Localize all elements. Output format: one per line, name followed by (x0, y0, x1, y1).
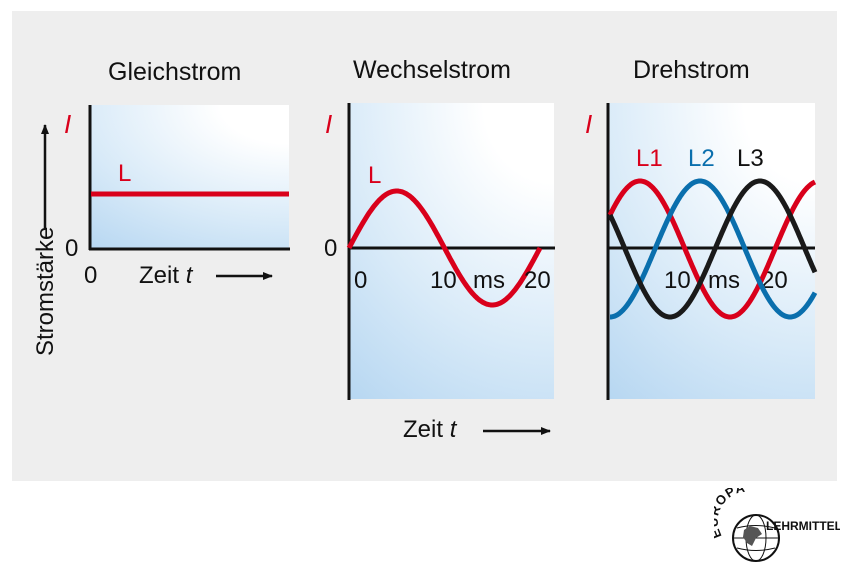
tick-10-wechselstrom: 10 (430, 267, 457, 294)
label-l2: L2 (688, 145, 715, 172)
zero-label-gleichstrom: 0 (65, 235, 78, 262)
tick-10-drehstrom: 10 (664, 267, 691, 294)
plot-area-gleichstrom (89, 105, 289, 249)
label-l3: L3 (737, 145, 764, 172)
y-symbol-gleichstrom: I (64, 109, 71, 139)
logo-bottom-text: LEHRMITTEL (766, 519, 840, 533)
phase-l1-wave (607, 178, 817, 320)
plot-area-wechselstrom (349, 103, 554, 399)
title-wechselstrom: Wechselstrom (353, 56, 511, 84)
europa-lehrmittel-logo: EUROPA LEHRMITTEL (714, 488, 840, 562)
y-axis-label-stromstaerke: Stromstärke (32, 227, 59, 356)
x-zero-wechselstrom: 0 (354, 267, 367, 294)
phase-l3-wave (607, 178, 818, 320)
title-gleichstrom: Gleichstrom (108, 58, 242, 86)
unit-drehstrom: ms (708, 267, 740, 294)
y-symbol-drehstrom: I (585, 109, 592, 139)
title-drehstrom: Drehstrom (633, 56, 750, 84)
x-axis-label-wechselstrom: Zeit t (403, 416, 458, 443)
x-axis-label-gleichstrom: Zeit t (139, 262, 194, 289)
phase-l2-wave (610, 178, 818, 320)
unit-wechselstrom: ms (473, 267, 505, 294)
line-label-wechselstrom: L (368, 162, 381, 189)
label-l1: L1 (636, 145, 663, 172)
zero-label-wechselstrom: 0 (324, 235, 337, 262)
y-symbol-wechselstrom: I (325, 109, 332, 139)
tick-20-wechselstrom: 20 (524, 267, 551, 294)
x-zero-gleichstrom: 0 (84, 262, 97, 289)
ac-sine-wave (346, 188, 543, 308)
line-label-gleichstrom: L (118, 160, 131, 187)
